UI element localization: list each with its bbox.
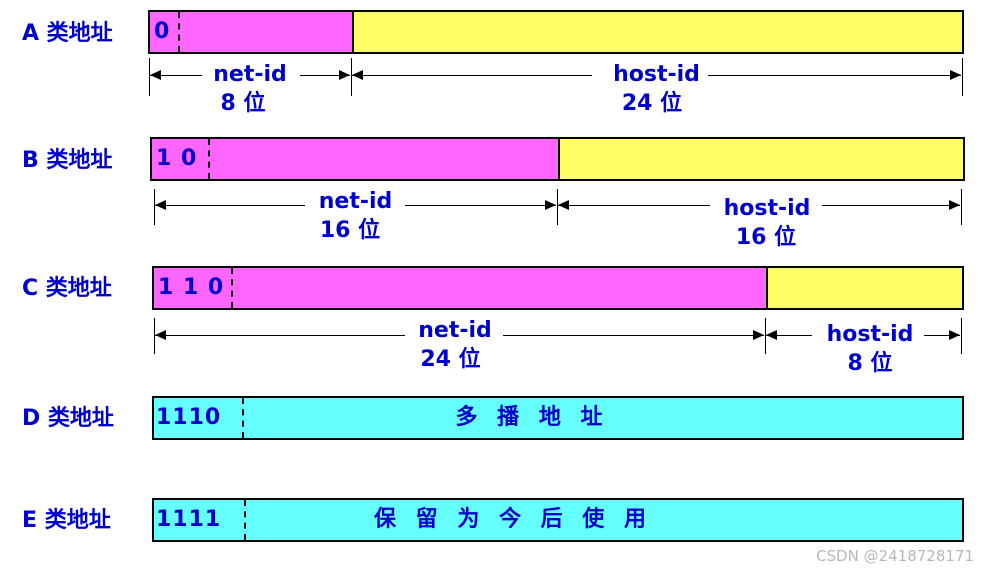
class-b-label: B 类地址 bbox=[22, 148, 113, 173]
class-a-bar: 0 bbox=[148, 10, 964, 54]
watermark: CSDN @2418728171 bbox=[816, 547, 974, 565]
class-c-host-width: 8 位 bbox=[847, 351, 893, 376]
class-a-bits-divider bbox=[178, 12, 180, 52]
class-b-bits: 1 0 bbox=[156, 146, 198, 171]
class-e-bits: 1111 bbox=[156, 507, 222, 532]
class-a-bits: 0 bbox=[154, 19, 171, 44]
class-c-bits: 1 1 0 bbox=[158, 275, 225, 300]
class-c-host-segment bbox=[766, 268, 962, 308]
class-a-host-segment bbox=[352, 12, 962, 52]
class-a-host-width: 24 位 bbox=[621, 91, 683, 116]
class-d-bits-divider bbox=[242, 398, 244, 438]
class-e-label: E 类地址 bbox=[22, 508, 111, 533]
class-b-net-width: 16 位 bbox=[319, 218, 381, 243]
class-a-net-width: 8 位 bbox=[220, 91, 266, 116]
class-e-purpose: 保 留 为 今 后 使 用 bbox=[374, 507, 652, 532]
class-d-label: D 类地址 bbox=[22, 406, 114, 431]
class-c-bar: 1 1 0 bbox=[152, 266, 964, 310]
class-a-label: A 类地址 bbox=[22, 21, 113, 46]
class-c-net-segment: 1 1 0 bbox=[154, 268, 766, 308]
class-d-bits: 1110 bbox=[156, 405, 222, 430]
class-b-host-name: host-id bbox=[723, 196, 811, 221]
class-a-net-name: net-id bbox=[213, 62, 287, 87]
class-d-segment: 1110 多 播 地 址 bbox=[154, 398, 962, 438]
class-d-purpose: 多 播 地 址 bbox=[455, 405, 609, 430]
class-b-bar: 1 0 bbox=[150, 137, 965, 181]
class-a-host-name: host-id bbox=[613, 62, 700, 87]
class-b-bits-divider bbox=[208, 139, 210, 179]
class-c-host-name: host-id bbox=[826, 322, 914, 347]
class-e-bits-divider bbox=[244, 500, 246, 540]
class-c-label: C 类地址 bbox=[22, 276, 112, 301]
class-c-bits-divider bbox=[231, 268, 233, 308]
class-c-net-width: 24 位 bbox=[420, 347, 481, 372]
class-a-net-segment: 0 bbox=[150, 12, 352, 52]
class-d-bar: 1110 多 播 地 址 bbox=[152, 396, 964, 440]
class-b-net-name: net-id bbox=[318, 189, 393, 214]
class-b-host-width: 16 位 bbox=[735, 225, 797, 250]
class-b-net-segment: 1 0 bbox=[152, 139, 558, 179]
class-b-host-segment bbox=[558, 139, 963, 179]
class-e-segment: 1111 保 留 为 今 后 使 用 bbox=[154, 500, 962, 540]
class-c-net-name: net-id bbox=[418, 318, 492, 343]
class-e-bar: 1111 保 留 为 今 后 使 用 bbox=[152, 498, 964, 542]
